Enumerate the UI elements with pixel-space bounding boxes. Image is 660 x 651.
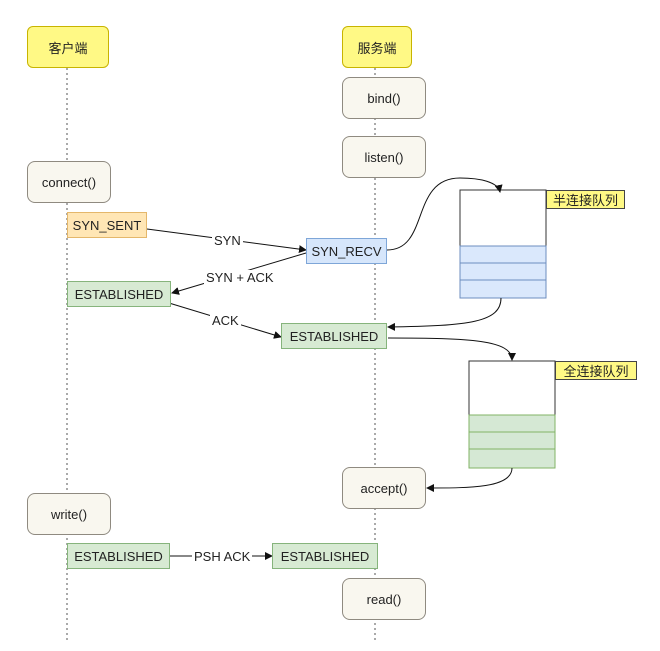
- client-lane-header: 客户端: [27, 26, 109, 68]
- client-established-state-2: ESTABLISHED: [67, 543, 170, 569]
- syn-recv-state: SYN_RECV: [306, 238, 387, 264]
- ack-label: ACK: [210, 313, 241, 328]
- full-queue-to-accept: [426, 467, 513, 492]
- half-queue-label: 半连接队列: [546, 190, 625, 209]
- listen-call: listen(): [342, 136, 426, 178]
- server-established-state-2: ESTABLISHED: [272, 543, 378, 569]
- half-queue-to-established: [387, 297, 502, 331]
- client-established-state: ESTABLISHED: [67, 281, 171, 307]
- full-connection-queue: [468, 360, 556, 469]
- connect-call: connect(): [27, 161, 111, 203]
- syn-recv-to-half-queue: [386, 177, 503, 251]
- psh-ack-label: PSH ACK: [192, 549, 253, 564]
- syn-label: SYN: [212, 233, 243, 248]
- bind-call: bind(): [342, 77, 426, 119]
- syn-sent-state: SYN_SENT: [67, 212, 147, 238]
- half-connection-queue: [459, 189, 547, 299]
- write-call: write(): [27, 493, 111, 535]
- established-to-full-queue: [387, 337, 516, 361]
- full-queue-label: 全连接队列: [555, 361, 637, 380]
- server-established-state: ESTABLISHED: [281, 323, 387, 349]
- read-call: read(): [342, 578, 426, 620]
- accept-call: accept(): [342, 467, 426, 509]
- server-lane-header: 服务端: [342, 26, 412, 68]
- syn-ack-label: SYN + ACK: [204, 270, 276, 285]
